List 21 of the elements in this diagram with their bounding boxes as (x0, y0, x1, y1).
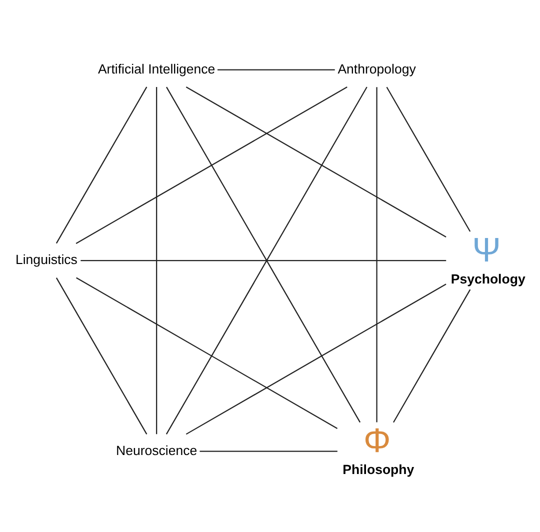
node-text: Anthropology (338, 60, 416, 76)
connector (386, 86, 471, 232)
connector (186, 86, 446, 237)
connector (156, 86, 158, 434)
node-text: Artificial Intelligence (98, 60, 216, 76)
node-text: Philosophy (342, 462, 414, 477)
node-text: Neuroscience (116, 442, 198, 458)
connector (80, 260, 446, 261)
connector (200, 450, 338, 452)
node-label: Φ (364, 422, 391, 460)
connector (393, 288, 471, 422)
node-label: Ψ (472, 230, 501, 269)
connector (218, 68, 335, 70)
connector (376, 86, 378, 422)
connector (76, 86, 348, 244)
connector (76, 276, 338, 428)
connector (56, 86, 148, 244)
connector (56, 277, 148, 434)
node-text: Psychology (450, 271, 526, 286)
connector (186, 283, 446, 434)
node-text: Linguistics (15, 252, 78, 267)
